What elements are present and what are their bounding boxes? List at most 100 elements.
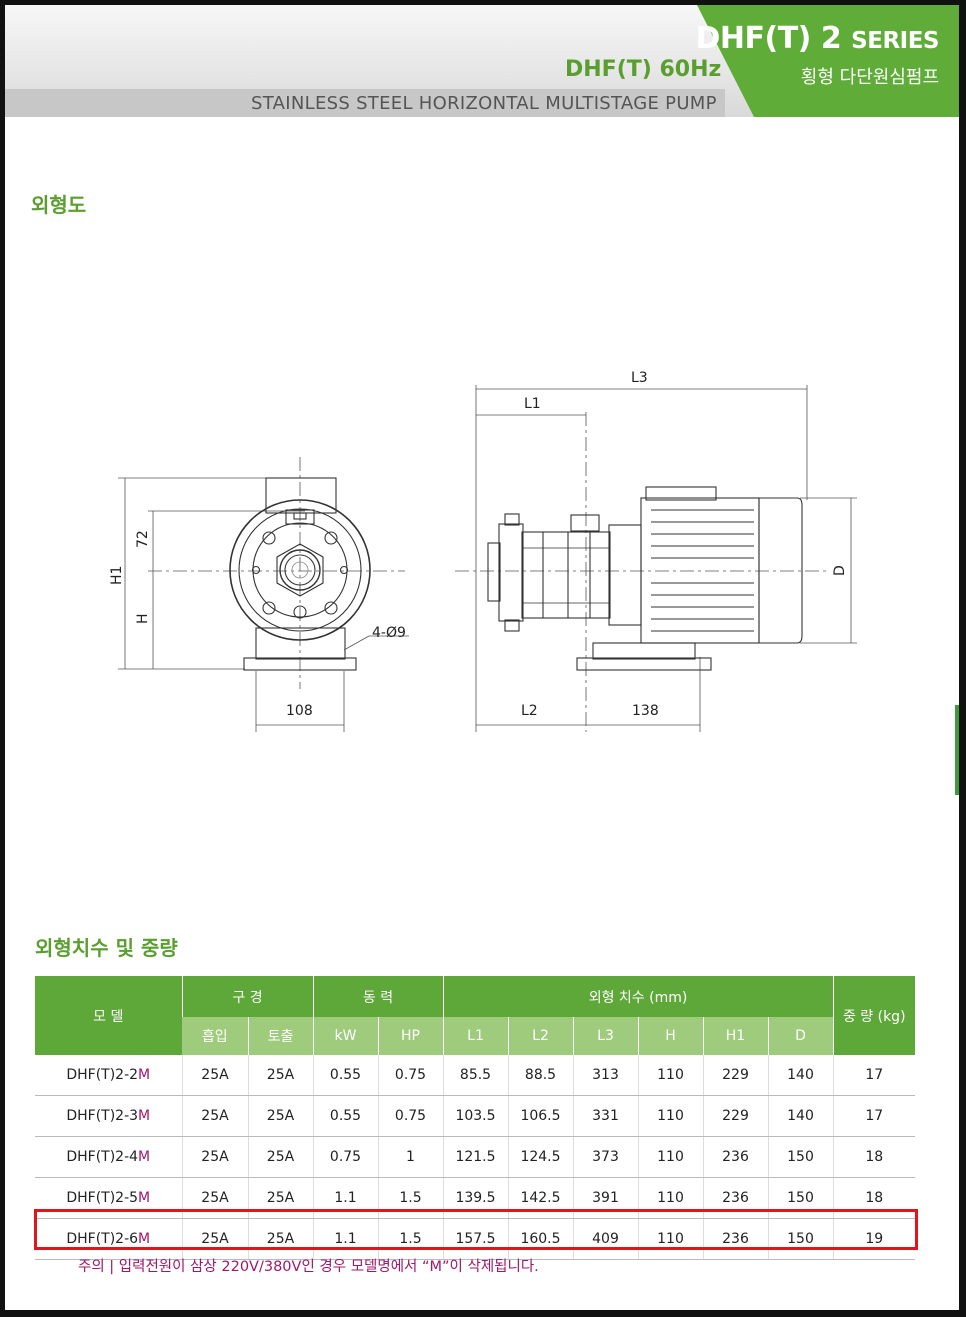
h1-cell: 229 (702, 1095, 768, 1137)
kw-cell: 1.1 (312, 1218, 378, 1260)
dim-l2: L2 (521, 703, 538, 719)
l3-cell: 391 (572, 1177, 638, 1219)
header-power: 동 력 (312, 976, 443, 1017)
suction-cell: 25A (181, 1095, 248, 1137)
model-name: DHF(T)2-4 (66, 1149, 139, 1165)
kw-cell: 0.75 (312, 1136, 378, 1178)
front-view: H1 72 H 4-Ø9 108 (109, 457, 409, 732)
weight-cell: 18 (832, 1177, 915, 1219)
outline-drawing: H1 72 H 4-Ø9 108 (109, 370, 857, 732)
footnote: 주의 | 입력전원이 삼상 220V/380V인 경우 모델명에서 “M”이 삭… (78, 1259, 539, 1275)
l2-cell: 88.5 (507, 1055, 573, 1096)
series-model: DHF(T) 2 (695, 21, 842, 56)
hp-cell: 0.75 (377, 1095, 443, 1137)
d-cell: 140 (767, 1055, 833, 1096)
header-d: D (767, 1017, 833, 1055)
highlight-box (34, 1209, 918, 1250)
discharge-cell: 25A (247, 1218, 313, 1260)
kw-cell: 0.55 (312, 1095, 378, 1137)
dim-h1: H1 (109, 566, 125, 585)
header-h: H (637, 1017, 703, 1055)
catalog-page: DHF(T) 60Hz STAINLESS STEEL HORIZONTAL M… (5, 5, 959, 1310)
hp-cell: 1 (377, 1136, 443, 1178)
h1-cell: 229 (702, 1055, 768, 1096)
header-l2: L2 (507, 1017, 573, 1055)
dim-108: 108 (286, 703, 313, 719)
series-korean-name: 횡형 다단원심펌프 (800, 67, 939, 88)
drawing-section-title: 외형도 (31, 193, 87, 217)
l3-cell: 331 (572, 1095, 638, 1137)
header-weight: 중 량 (kg) (832, 976, 915, 1055)
model-cell: DHF(T)2-4M (35, 1136, 182, 1178)
dim-h: H (135, 613, 151, 624)
h1-cell: 236 (702, 1177, 768, 1219)
header-dims: 외형 치수 (mm) (442, 976, 833, 1017)
kw-cell: 0.55 (312, 1055, 378, 1096)
dim-l1: L1 (524, 396, 541, 412)
table-row: DHF(T)2-5M 25A 25A 1.1 1.5 139.5 142.5 3… (35, 1177, 915, 1219)
discharge-cell: 25A (247, 1095, 313, 1137)
table-row: DHF(T)2-2M 25A 25A 0.55 0.75 85.5 88.5 3… (35, 1055, 915, 1096)
l1-cell: 157.5 (442, 1218, 508, 1260)
header-kw: kW (312, 1017, 378, 1055)
model-name: DHF(T)2-3 (66, 1108, 139, 1124)
l1-cell: 139.5 (442, 1177, 508, 1219)
hp-cell: 1.5 (377, 1177, 443, 1219)
model-name: DHF(T)2-2 (66, 1067, 139, 1083)
model-suffix: M (138, 1231, 151, 1247)
l1-cell: 103.5 (442, 1095, 508, 1137)
discharge-cell: 25A (247, 1177, 313, 1219)
dim-d: D (832, 565, 848, 576)
model-cell: DHF(T)2-5M (35, 1177, 182, 1219)
weight-cell: 19 (832, 1218, 915, 1260)
dim-l3: L3 (631, 370, 648, 386)
dim-138: 138 (632, 703, 659, 719)
side-marker (955, 705, 959, 795)
hp-cell: 1.5 (377, 1218, 443, 1260)
model-cell: DHF(T)2-3M (35, 1095, 182, 1137)
model-suffix: M (138, 1108, 151, 1124)
l2-cell: 124.5 (507, 1136, 573, 1178)
d-cell: 150 (767, 1177, 833, 1219)
model-suffix: M (138, 1190, 151, 1206)
weight-cell: 17 (832, 1095, 915, 1137)
l1-cell: 85.5 (442, 1055, 508, 1096)
discharge-cell: 25A (247, 1055, 313, 1096)
model-suffix: M (138, 1149, 151, 1165)
table-section-title: 외형치수 및 중량 (35, 936, 178, 960)
series-word: SERIES (851, 28, 939, 54)
h-cell: 110 (637, 1177, 703, 1219)
d-cell: 150 (767, 1218, 833, 1260)
table-row: DHF(T)2-4M 25A 25A 0.75 1 121.5 124.5 37… (35, 1136, 915, 1178)
dim-holes: 4-Ø9 (372, 625, 406, 641)
suction-cell: 25A (181, 1136, 248, 1178)
dim-72: 72 (135, 530, 151, 548)
header-l1: L1 (442, 1017, 508, 1055)
model-cell: DHF(T)2-2M (35, 1055, 182, 1096)
subheader-row: 흡입 토출 kW HP L1 L2 L3 H H1 D (35, 1017, 915, 1055)
spec-table: 모 델 구 경 동 력 외형 치수 (mm) 중 량 (kg) 흡입 토출 kW… (35, 976, 915, 1260)
l3-cell: 313 (572, 1055, 638, 1096)
model-name: DHF(T)2-5 (66, 1190, 139, 1206)
l3-cell: 409 (572, 1218, 638, 1260)
header-bore: 구 경 (181, 976, 313, 1017)
suction-cell: 25A (181, 1218, 248, 1260)
kw-cell: 1.1 (312, 1177, 378, 1219)
d-cell: 150 (767, 1136, 833, 1178)
header-model: 모 델 (35, 976, 182, 1055)
header-discharge: 토출 (247, 1017, 313, 1055)
model-suffix: M (138, 1067, 151, 1083)
suction-cell: 25A (181, 1177, 248, 1219)
header-suction: 흡입 (182, 1017, 248, 1055)
l3-cell: 373 (572, 1136, 638, 1178)
h-cell: 110 (637, 1055, 703, 1096)
suction-cell: 25A (181, 1055, 248, 1096)
header-hp: HP (377, 1017, 443, 1055)
model-cell: DHF(T)2-6M (35, 1218, 182, 1260)
header-l3: L3 (572, 1017, 638, 1055)
table-row-highlighted: DHF(T)2-6M 25A 25A 1.1 1.5 157.5 160.5 4… (35, 1218, 915, 1260)
h-cell: 110 (637, 1218, 703, 1260)
header-h1: H1 (702, 1017, 768, 1055)
table-row: DHF(T)2-3M 25A 25A 0.55 0.75 103.5 106.5… (35, 1095, 915, 1137)
d-cell: 140 (767, 1095, 833, 1137)
